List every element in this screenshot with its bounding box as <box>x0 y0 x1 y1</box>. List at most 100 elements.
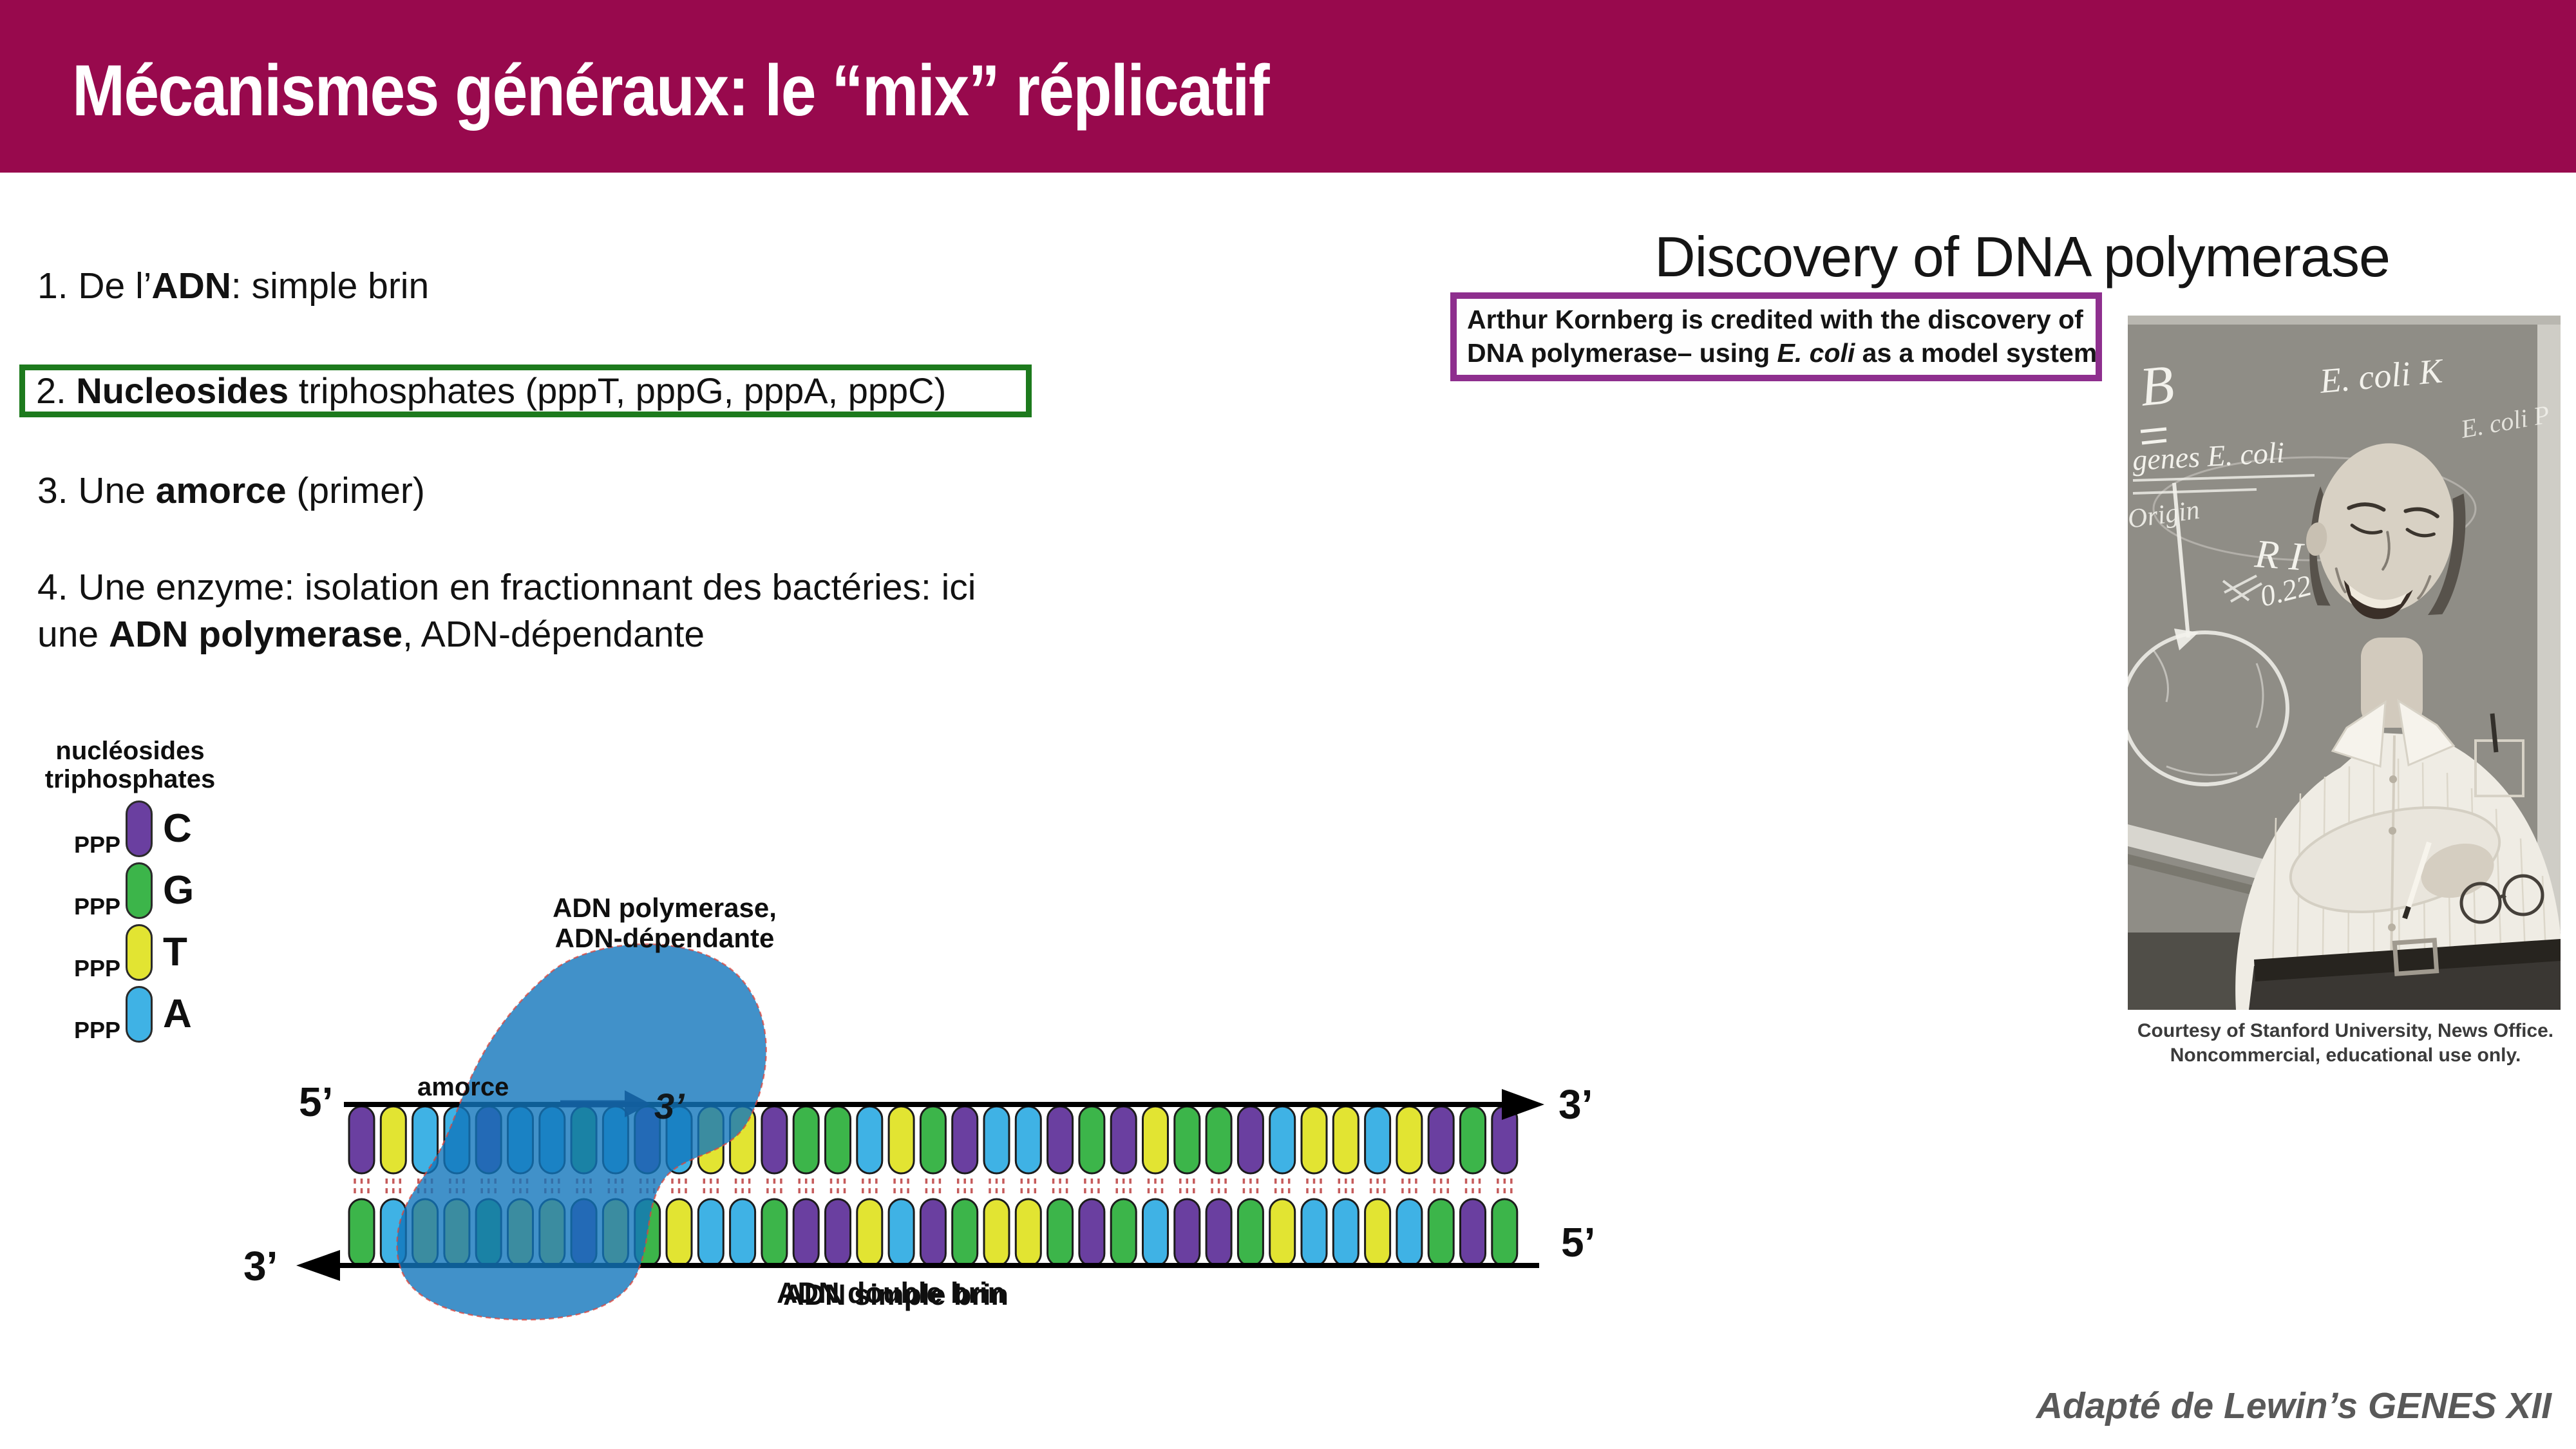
face <box>2316 443 2454 613</box>
item4-line2-end: , ADN-dépendante <box>402 614 705 655</box>
nucleotide-pill-top-C <box>1427 1105 1455 1175</box>
kornberg-line2-text: DNA polymerase– using <box>1467 338 1777 368</box>
item1-bold: ADN <box>151 265 231 307</box>
nucleotide-pill-bottom-A <box>1300 1198 1328 1267</box>
item4-line1: 4. Une enzyme: isolation en fractionnant… <box>37 567 976 608</box>
nucleotide-pill-bottom-A <box>1332 1198 1359 1267</box>
nucleotide-pill-bottom-T <box>1269 1198 1296 1267</box>
legend-title-line1: nucléosides <box>55 737 205 765</box>
three-prime-top-right: 3’ <box>1558 1081 1593 1128</box>
list-item-2: 2. Nucleosides triphosphates (pppT, pppG… <box>36 370 946 412</box>
amorce-label: amorce <box>417 1073 509 1101</box>
shirt-pocket <box>2474 739 2524 797</box>
nucleotide-pill-bottom-C <box>824 1198 851 1267</box>
nucleotide-pill-top-A <box>856 1105 884 1175</box>
collar-right <box>2396 698 2456 767</box>
nucleotide-pill-top-G <box>1205 1105 1233 1175</box>
item4-line2: une <box>37 614 109 655</box>
kornberg-photo-block: B E. coli K E. coli P genes E. coli Orig… <box>2120 308 2571 1074</box>
kornberg-line2: DNA polymerase– using E. coli as a model… <box>1467 338 2097 368</box>
nucleotide-pill-top-C <box>1236 1105 1264 1175</box>
chalk-dashes <box>2140 427 2167 445</box>
person-kornberg <box>2235 443 2561 1010</box>
list-item-1: 1. De l’ADN: simple brin <box>37 263 429 310</box>
nucleotide-pill-top-T <box>379 1105 407 1175</box>
nucleotide-pill-bottom-G <box>951 1198 979 1267</box>
nucleotide-pill-bottom-G <box>761 1198 788 1267</box>
nucleotide-pill-bottom-C <box>1205 1198 1233 1267</box>
discovery-heading: Discovery of DNA polymerase <box>1654 225 2391 289</box>
nucleotide-pill-top-T <box>1142 1105 1169 1175</box>
item3-text: 3. Une <box>37 470 156 511</box>
polymerase-label-line2: ADN-dépendante <box>555 923 775 953</box>
nucleotide-pill-top-A <box>1364 1105 1392 1175</box>
kornberg-photo: B E. coli K E. coli P genes E. coli Orig… <box>2128 316 2561 1010</box>
legend-title: nucléosides triphosphates <box>33 737 227 793</box>
smile-creases <box>2334 567 2432 600</box>
page-title: Mécanismes généraux: le “mix” réplicatif <box>72 50 1270 131</box>
legend-letter: C <box>163 806 192 851</box>
face-features <box>2334 502 2439 600</box>
photo-caption-line1: Courtesy of Stanford University, News Of… <box>2137 1020 2554 1041</box>
nucleotide-pill-top-G <box>792 1105 820 1175</box>
kornberg-ecoli-italic: E. coli <box>1777 338 1855 368</box>
item2-text-end: triphosphates (pppT, pppG, pppA, pppC) <box>289 370 947 411</box>
item3-text-end: (primer) <box>286 470 425 511</box>
brow-left <box>2347 502 2386 512</box>
chalk-arrow-line <box>2172 482 2190 638</box>
list-item-3: 3. Une amorce (primer) <box>37 468 425 515</box>
nucleotide-pill-top-G <box>1173 1105 1201 1175</box>
neck <box>2361 638 2423 728</box>
nucleotide-pill-bottom-A <box>1142 1198 1169 1267</box>
polymerase-label-line1: ADN polymerase, <box>553 893 777 923</box>
title-banner: Mécanismes généraux: le “mix” réplicatif <box>0 0 2576 173</box>
nucleotide-pill-top-G <box>824 1105 851 1175</box>
top-strand-arrowhead-icon <box>1502 1089 1544 1120</box>
nucleotide-pill-bottom-A <box>1396 1198 1423 1267</box>
brow-right <box>2403 507 2439 518</box>
kornberg-note-box: Arthur Kornberg is credited with the dis… <box>1450 292 2102 381</box>
nucleotide-pill-bottom-T <box>856 1198 884 1267</box>
adn-simple-brin-label: ADN simple brin <box>783 1278 1009 1311</box>
nucleotide-pill-bottom-G <box>348 1198 375 1267</box>
nucleotide-pill-top-A <box>983 1105 1010 1175</box>
nucleotide-pill-bottom-G <box>1427 1198 1455 1267</box>
five-prime-top-left: 5’ <box>299 1079 333 1125</box>
item1-text: 1. De l’ <box>37 265 152 307</box>
nucleotide-pill-top-T <box>887 1105 915 1175</box>
nucleotide-pill-bottom-C <box>1173 1198 1201 1267</box>
nucleotide-pill-bottom-A <box>729 1198 757 1267</box>
list-item-4: 4. Une enzyme: isolation en fractionnant… <box>37 564 976 658</box>
eye-left <box>2350 524 2383 535</box>
mouth <box>2344 580 2413 620</box>
chalk-hash <box>2222 574 2263 603</box>
nucleotide-pill-bottom-G <box>1110 1198 1137 1267</box>
item1-text-end: : simple brin <box>231 265 430 307</box>
nucleotide-pill-top-C <box>348 1105 375 1175</box>
board-frame-top <box>2128 316 2561 325</box>
chalk-underline <box>2132 474 2315 495</box>
legend-title-line2: triphosphates <box>44 765 216 793</box>
nucleotide-pill-bottom-T <box>665 1198 693 1267</box>
nucleotide-pill-top-C <box>951 1105 979 1175</box>
primer-arrowhead-icon <box>625 1090 650 1117</box>
button <box>2389 827 2396 835</box>
photo-caption: Courtesy of Stanford University, News Of… <box>2120 1019 2571 1068</box>
nucleotide-pill-top-G <box>1078 1105 1106 1175</box>
chalk-circle-hatch <box>2152 650 2264 776</box>
primer-arrow: 3’ <box>560 1086 685 1126</box>
nucleotide-pill-bottom-T <box>983 1198 1010 1267</box>
legend-pill-C <box>126 800 153 857</box>
item3-bold: amorce <box>155 470 287 511</box>
adn-double-brin-label: ADN double brin <box>777 1276 1005 1309</box>
photo-caption-line2: Noncommercial, educational use only. <box>2170 1045 2521 1066</box>
nucleotide-pill-top-C <box>761 1105 788 1175</box>
teeth <box>2348 584 2407 609</box>
nose <box>2382 531 2391 571</box>
button <box>2388 923 2396 931</box>
pocket-pen-icon <box>2490 713 2499 753</box>
nucleotide-pill-top-G <box>919 1105 947 1175</box>
